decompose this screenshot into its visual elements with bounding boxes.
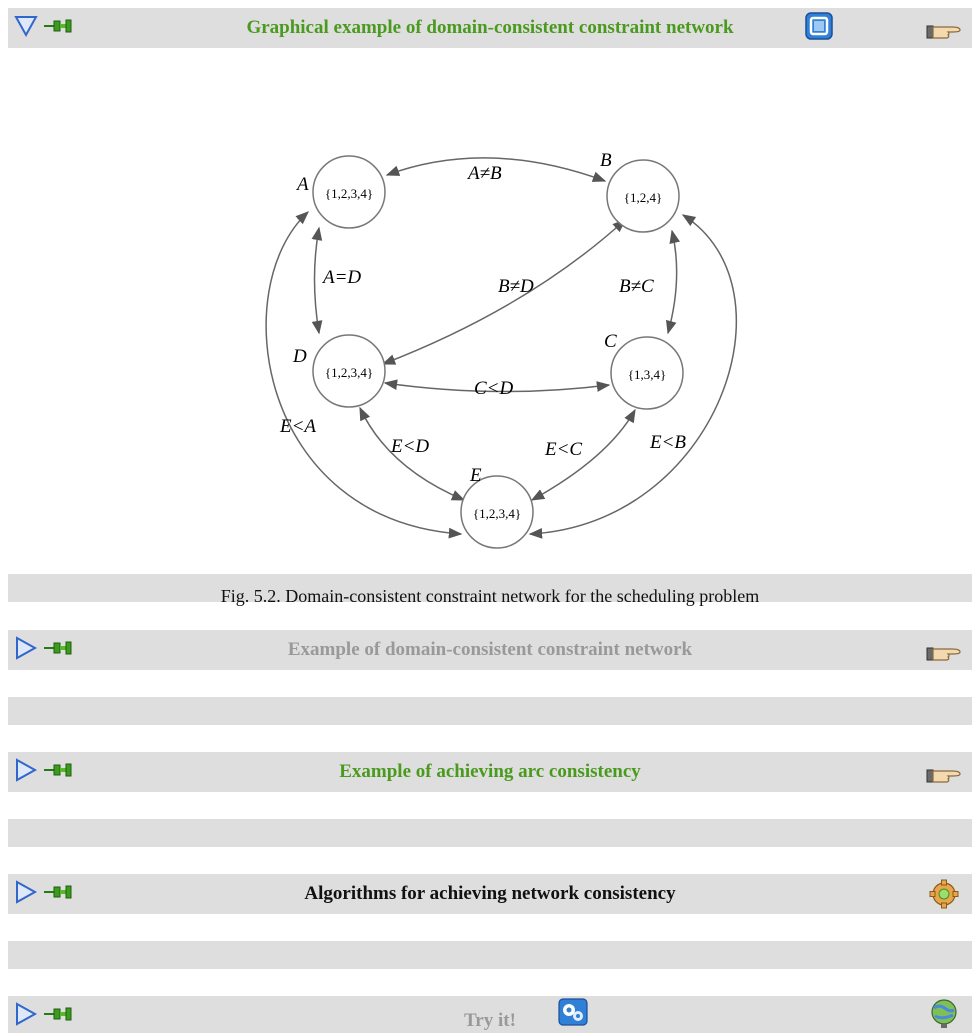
pin-icon[interactable] xyxy=(42,884,74,900)
expand-triangle-icon[interactable] xyxy=(14,1002,38,1026)
node-label: B xyxy=(600,150,612,171)
section-header[interactable]: Example of achieving arc consistency xyxy=(8,752,972,792)
gears-icon[interactable] xyxy=(558,998,588,1026)
edge-label-c-d: C<D xyxy=(474,378,513,399)
pin-icon[interactable] xyxy=(42,640,74,656)
constraint-network-graph: {1,2,3,4} A {1,2,4} B {1,3,4} C {1,2,3,4… xyxy=(265,150,737,549)
edge-e-b xyxy=(528,214,737,539)
node-label: D xyxy=(292,346,307,367)
section-header[interactable]: Graphical example of domain-consistent c… xyxy=(8,8,972,48)
edge-b-c xyxy=(665,229,681,335)
section-algorithms: Algorithms for achieving network consist… xyxy=(8,874,972,969)
pointing-hand-icon[interactable] xyxy=(926,760,962,786)
section-footer xyxy=(8,941,972,969)
pointing-hand-icon[interactable] xyxy=(926,16,962,42)
section-title[interactable]: Example of domain-consistent constraint … xyxy=(287,639,693,660)
node-c: {1,3,4} C xyxy=(604,331,684,410)
collapse-triangle-icon[interactable] xyxy=(14,14,38,38)
node-label: A xyxy=(295,174,309,195)
expand-triangle-icon[interactable] xyxy=(14,758,38,782)
section-content xyxy=(8,914,972,941)
node-domain: {1,2,3,4} xyxy=(325,365,373,380)
pin-icon[interactable] xyxy=(42,762,74,778)
edge-a-d xyxy=(311,226,323,335)
pin-icon[interactable] xyxy=(42,18,74,34)
edge-e-a xyxy=(265,211,463,539)
edge-label-a-d: A=D xyxy=(321,267,361,288)
node-d: {1,2,3,4} D xyxy=(292,334,386,408)
edge-e-d xyxy=(359,406,466,501)
edge-label-b-d: B≠D xyxy=(498,276,534,297)
edge-label-a-b: A≠B xyxy=(466,163,502,184)
section-try-it: Try it! xyxy=(8,996,972,1033)
pointing-hand-icon[interactable] xyxy=(926,638,962,664)
globe-icon[interactable] xyxy=(926,998,962,1030)
node-a: {1,2,3,4} A xyxy=(295,155,386,229)
gear-icon[interactable] xyxy=(926,879,962,909)
node-label: C xyxy=(604,331,617,352)
node-domain: {1,2,3,4} xyxy=(473,506,521,521)
node-domain: {1,2,3,4} xyxy=(325,186,373,201)
figure-caption: Fig. 5.2. Domain-consistent constraint n… xyxy=(220,586,760,606)
window-icon[interactable] xyxy=(805,12,833,40)
section-header[interactable]: Example of domain-consistent constraint … xyxy=(8,630,972,670)
edge-label-e-c: E<C xyxy=(544,439,582,460)
node-label: E xyxy=(469,465,482,486)
section-footer xyxy=(8,819,972,847)
edge-label-e-b: E<B xyxy=(649,432,686,453)
node-domain: {1,2,4} xyxy=(624,190,662,205)
section-example-domain-consistent: Example of domain-consistent constraint … xyxy=(8,630,972,725)
section-header[interactable]: Algorithms for achieving network consist… xyxy=(8,874,972,914)
pin-icon[interactable] xyxy=(42,1006,74,1022)
expand-triangle-icon[interactable] xyxy=(14,880,38,904)
edge-label-e-d: E<D xyxy=(390,436,429,457)
section-footer xyxy=(8,697,972,725)
edge-a-b xyxy=(385,157,607,182)
section-footer xyxy=(8,574,972,602)
section-title[interactable]: Try it! xyxy=(464,1009,516,1031)
node-domain: {1,3,4} xyxy=(628,367,666,382)
section-content xyxy=(8,670,972,697)
section-title[interactable]: Graphical example of domain-consistent c… xyxy=(246,17,734,38)
section-arc-consistency: Example of achieving arc consistency xyxy=(8,752,972,847)
edge-label-e-a: E<A xyxy=(279,416,316,437)
section-title[interactable]: Algorithms for achieving network consist… xyxy=(304,883,676,904)
node-e: {1,2,3,4} E xyxy=(460,465,534,549)
expand-triangle-icon[interactable] xyxy=(14,636,38,660)
section-graphical-example: Graphical example of domain-consistent c… xyxy=(8,8,972,606)
section-title[interactable]: Example of achieving arc consistency xyxy=(339,761,641,782)
edge-label-b-c: B≠C xyxy=(619,276,654,297)
section-header[interactable]: Try it! xyxy=(8,996,972,1033)
node-b: {1,2,4} B xyxy=(600,150,680,233)
figure-panel: {1,2,3,4} A {1,2,4} B {1,3,4} C {1,2,3,4… xyxy=(8,48,972,606)
section-content xyxy=(8,792,972,819)
